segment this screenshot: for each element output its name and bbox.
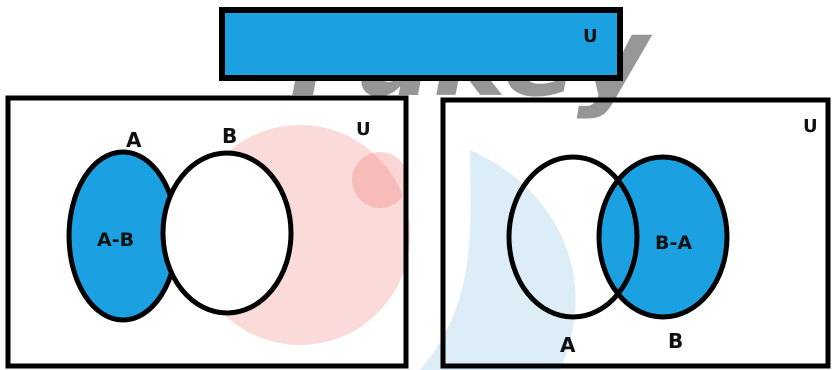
region-label: A-B: [97, 229, 134, 251]
set-b-label: B: [668, 329, 683, 353]
set-a-label: A: [560, 333, 576, 357]
region-label: B-A: [655, 232, 692, 254]
set-a-label: A: [126, 128, 142, 152]
universe-label: U: [356, 119, 371, 140]
watermark-red-dot: [352, 152, 408, 208]
top-strip: U: [222, 10, 620, 78]
universe-label: U: [803, 116, 818, 137]
top-strip-box: [222, 10, 620, 78]
set-b-ellipse: [163, 153, 291, 313]
set-b-label: B: [222, 124, 237, 148]
top-strip-universe-label: U: [583, 26, 598, 47]
